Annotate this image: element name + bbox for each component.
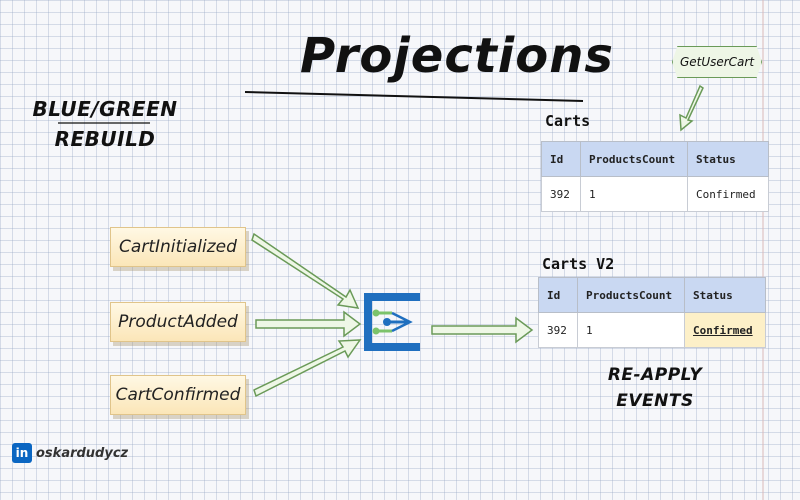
- event-arrow-2: [255, 310, 362, 338]
- table-row: 392 1 Confirmed: [541, 176, 769, 212]
- linkedin-icon: in: [12, 443, 32, 463]
- strategy-label-line2: REBUILD: [54, 127, 156, 151]
- table-cell: 1: [580, 176, 688, 212]
- carts-table: Id ProductsCount Status 392 1 Confirmed: [541, 141, 769, 212]
- author-name: oskardudycz: [36, 445, 129, 461]
- event-processor-icon: [364, 293, 420, 351]
- carts-v2-table: Id ProductsCount Status 392 1 Confirmed: [538, 277, 766, 348]
- column-header: ProductsCount: [577, 277, 685, 313]
- table-cell-highlighted: Confirmed: [684, 312, 766, 348]
- query-arrow: [679, 84, 704, 132]
- table-row: 392 1 Confirmed: [538, 312, 766, 348]
- title-underline: [244, 91, 584, 102]
- column-header: ProductsCount: [580, 141, 688, 177]
- event-arrow-1: [251, 232, 360, 309]
- event-cart-initialized: CartInitialized: [110, 227, 246, 267]
- strategy-label: BLUE/GREEN REBUILD: [30, 94, 180, 154]
- table-header-row: Id ProductsCount Status: [538, 277, 766, 313]
- reapply-label-line1: RE-APPLY: [607, 365, 703, 385]
- event-product-added: ProductAdded: [110, 302, 246, 342]
- table-cell: 392: [538, 312, 578, 348]
- event-arrow-3: [253, 339, 362, 398]
- column-header: Id: [538, 277, 578, 313]
- author-credit[interactable]: in oskardudycz: [12, 443, 128, 463]
- page-title: Projections: [300, 28, 614, 84]
- event-cart-confirmed: CartConfirmed: [110, 375, 246, 415]
- table-title-carts: Carts: [545, 112, 591, 130]
- column-header: Status: [687, 141, 769, 177]
- projection-output-arrow: [431, 316, 534, 344]
- table-cell: 392: [541, 176, 581, 212]
- table-header-row: Id ProductsCount Status: [541, 141, 769, 177]
- query-tag: GetUserCart: [672, 46, 762, 78]
- table-cell: 1: [577, 312, 685, 348]
- table-cell: Confirmed: [687, 176, 769, 212]
- table-title-carts-v2: Carts V2: [542, 255, 615, 273]
- reapply-label: RE-APPLY EVENTS: [590, 362, 720, 414]
- column-header: Status: [684, 277, 766, 313]
- strategy-label-line1: BLUE/GREEN: [32, 97, 178, 121]
- reapply-label-line2: EVENTS: [616, 391, 694, 411]
- column-header: Id: [541, 141, 581, 177]
